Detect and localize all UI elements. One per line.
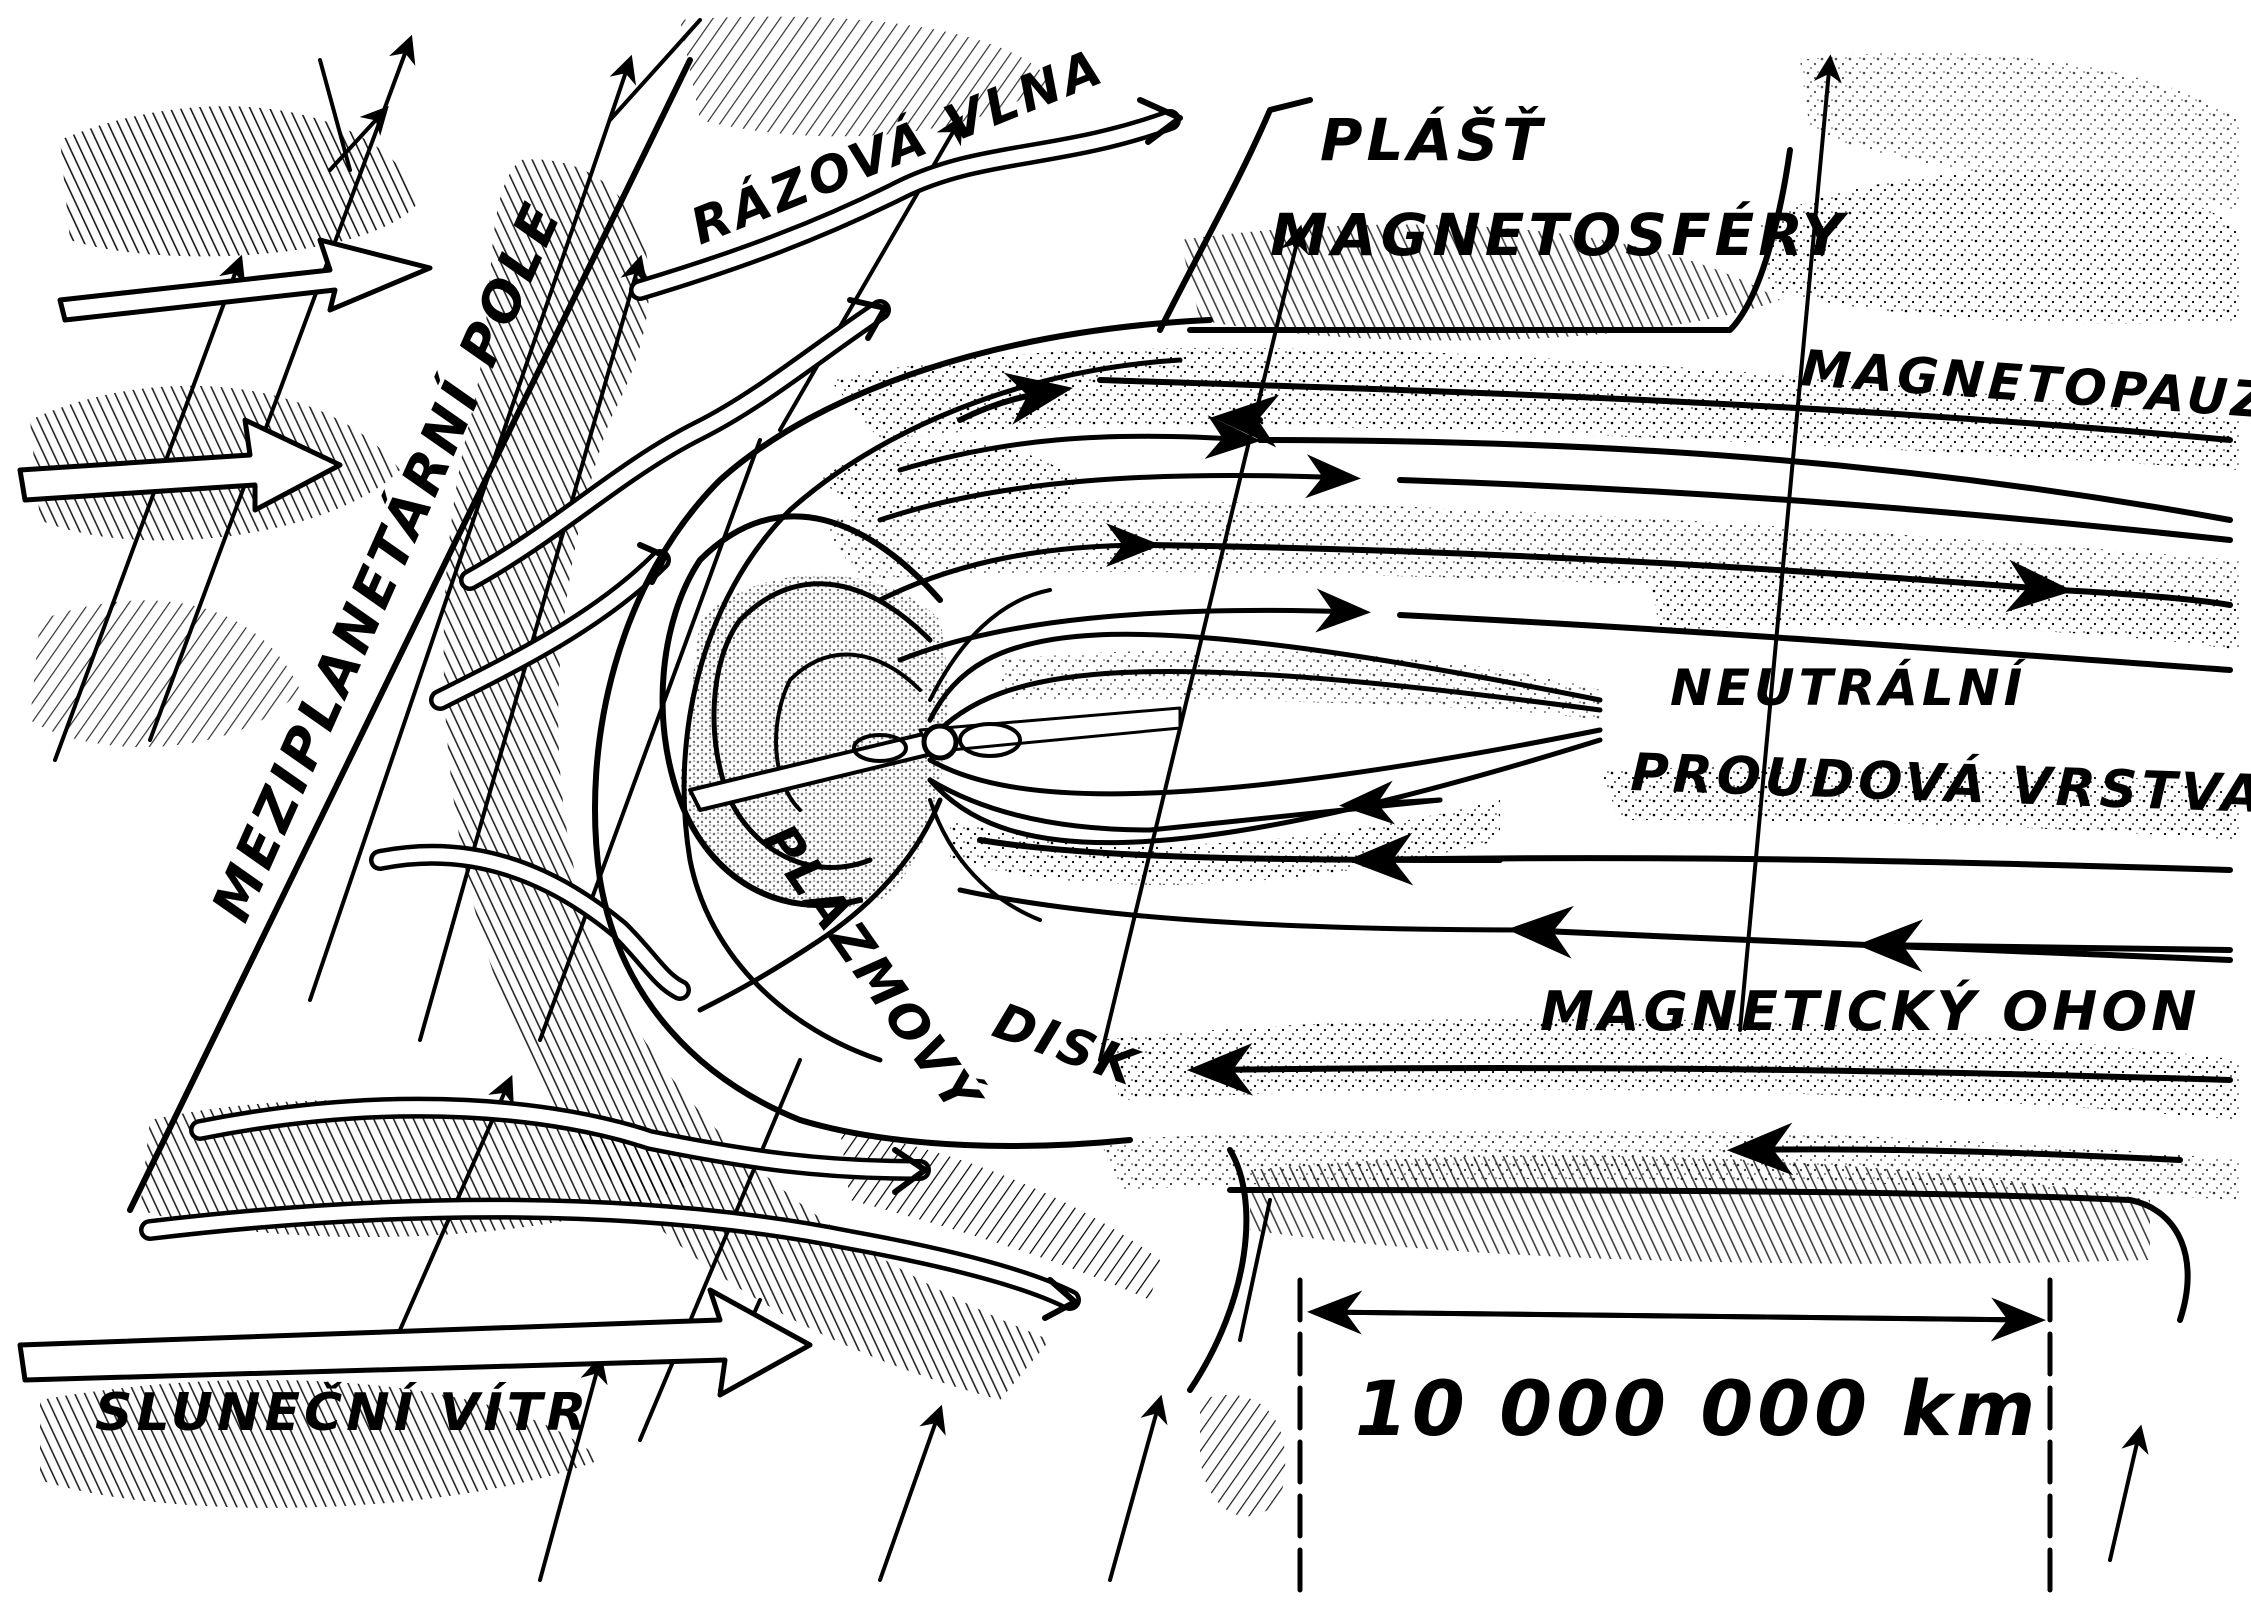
- background-texture: [30, 16, 2240, 1517]
- plasma-streams: [139, 97, 1183, 1321]
- magnetosheath-boundary: [1157, 97, 2191, 1393]
- inner-magnetosphere: [659, 513, 1603, 1013]
- magnetotail-lines: [877, 372, 2233, 1176]
- bow-shock: [592, 317, 1213, 1149]
- label-plasma-disk-2: DISK: [986, 992, 1148, 1098]
- label-neutral-sheet-1: NEUTRÁLNÍ: [1670, 658, 2027, 717]
- label-magnetosheath-1: PLÁŠŤ: [1320, 105, 1546, 174]
- solar-wind-arrows: [17, 237, 813, 1398]
- label-solar-wind: SLUNEČNÍ VÍTR: [95, 1382, 590, 1443]
- imf-main-line: [127, 57, 693, 1213]
- label-scale: 10 000 000 km: [1355, 1364, 2039, 1453]
- scale-bar: [1297, 1277, 2053, 1598]
- label-magnetotail: MAGNETICKÝ OHON: [1540, 980, 2200, 1043]
- label-magnetosheath-2: MAGNETOSFÉRY: [1270, 200, 1849, 269]
- earth-icon: [921, 723, 959, 761]
